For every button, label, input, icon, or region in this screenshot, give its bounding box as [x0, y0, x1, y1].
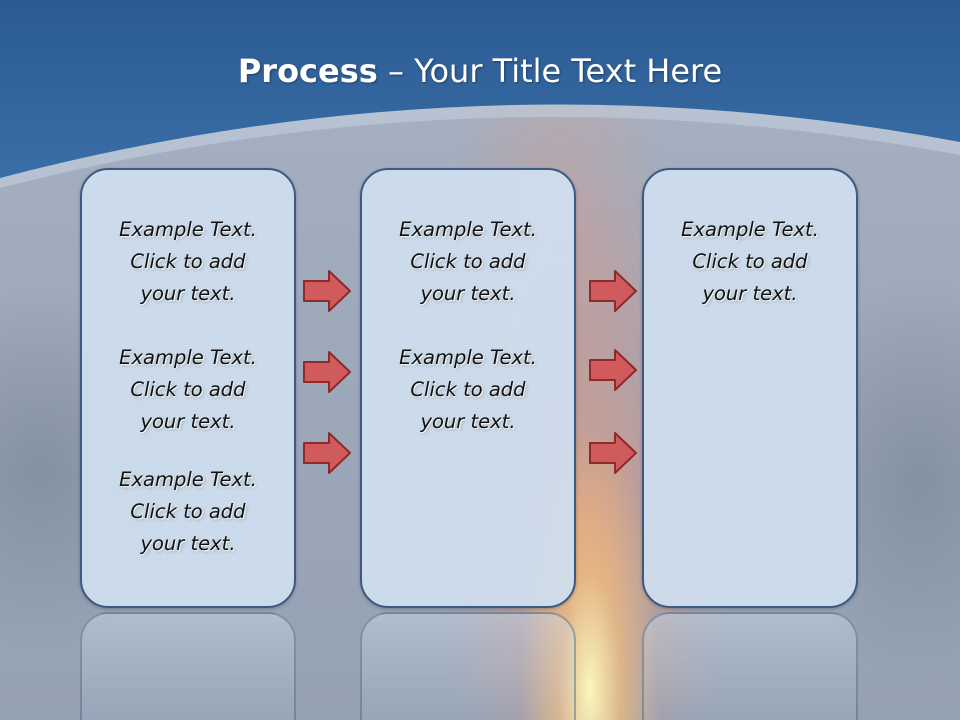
text-block[interactable]: Example Text. Click to add your text.: [82, 464, 294, 560]
right-arrow-icon: [303, 270, 351, 312]
text-block[interactable]: Example Text. Click to add your text.: [362, 214, 574, 310]
text-line: your text.: [420, 410, 516, 433]
right-arrow-icon: [589, 432, 637, 474]
text-line: Example Text.: [119, 468, 257, 491]
text-line: Click to add: [692, 250, 808, 273]
right-arrow-icon: [303, 351, 351, 393]
right-arrow-icon: [303, 432, 351, 474]
header-background: [0, 0, 960, 178]
text-line: your text.: [420, 282, 516, 305]
box-reflection-3: [642, 612, 858, 720]
right-arrow-icon: [589, 270, 637, 312]
text-line: your text.: [140, 282, 236, 305]
text-line: Example Text.: [399, 218, 537, 241]
text-line: Example Text.: [119, 346, 257, 369]
right-arrow-icon: [589, 349, 637, 391]
text-block[interactable]: Example Text. Click to add your text.: [82, 214, 294, 310]
slide-title[interactable]: Process – Your Title Text Here: [0, 52, 960, 90]
text-line: Click to add: [130, 250, 246, 273]
text-line: your text.: [140, 410, 236, 433]
text-line: Click to add: [410, 378, 526, 401]
text-line: Click to add: [130, 500, 246, 523]
process-step-box-2[interactable]: Example Text. Click to add your text. Ex…: [360, 168, 576, 608]
text-block[interactable]: Example Text. Click to add your text.: [362, 342, 574, 438]
title-rest-text: – Your Title Text Here: [377, 52, 723, 90]
process-step-box-3[interactable]: Example Text. Click to add your text.: [642, 168, 858, 608]
text-line: your text.: [140, 532, 236, 555]
title-bold-text: Process: [237, 52, 378, 90]
box-reflection-2: [360, 612, 576, 720]
process-step-box-1[interactable]: Example Text. Click to add your text. Ex…: [80, 168, 296, 608]
text-block[interactable]: Example Text. Click to add your text.: [644, 214, 856, 310]
box-reflection-1: [80, 612, 296, 720]
text-line: Example Text.: [681, 218, 819, 241]
text-block[interactable]: Example Text. Click to add your text.: [82, 342, 294, 438]
text-line: Click to add: [130, 378, 246, 401]
text-line: Example Text.: [399, 346, 537, 369]
text-line: your text.: [702, 282, 798, 305]
text-line: Example Text.: [119, 218, 257, 241]
text-line: Click to add: [410, 250, 526, 273]
